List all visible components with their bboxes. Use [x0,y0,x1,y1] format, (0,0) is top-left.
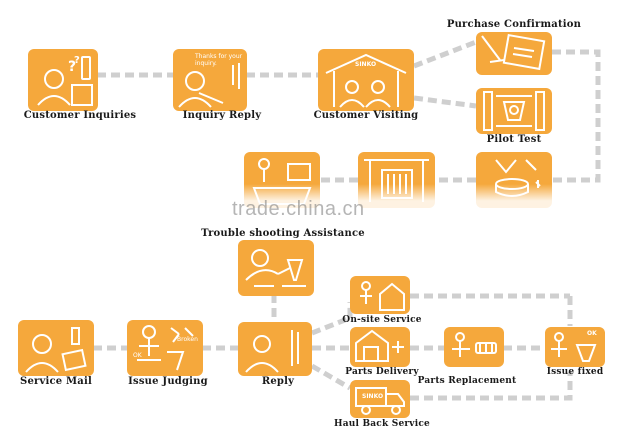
issue-judging-ok-text: OK [133,352,142,359]
inquiry-reply-letter-text: Thanks for your inquiry. [195,53,243,67]
truck-icon [355,387,405,415]
parts-replacement-label: Parts Replacement [417,376,517,386]
service-mail-box [18,320,94,376]
svg-text:?: ? [74,55,80,66]
person-broken-part-icon [137,325,194,371]
inquiry-reply-label: Inquiry Reply [182,110,262,121]
customer-visiting-box: SINKO [318,49,414,111]
svg-text:?: ? [68,59,76,75]
person-letter-icon [178,63,240,108]
parts-delivery-box [350,327,410,367]
issue-judging-box: OK Broken [127,320,203,376]
delivery-house-icon [355,329,404,362]
connector-visiting-purchase [413,39,477,69]
person-mail-icon [25,327,87,373]
service-mail-label: Service Mail [20,376,92,387]
purchase-confirmation-box [476,32,552,75]
person-parts-icon [452,332,497,357]
connector-haul-fixed [410,372,573,401]
onsite-service-box [350,276,410,314]
trouble-shooting-label: Trouble shooting Assistance [201,228,365,239]
watermark-text: trade.china.cn [232,198,365,220]
contract-pen-icon [481,33,546,71]
issue-fixed-label: Issue fixed [546,367,604,377]
factory-visit-icon [325,53,407,108]
person-house-icon [360,281,405,311]
person-question-phone-icon: ? ? [37,55,93,106]
purchase-confirmation-label: Purchase Confirmation [446,19,582,30]
connector-visiting-pilot [413,95,477,109]
pilot-test-box [476,88,552,134]
issue-judging-broken-text: Broken [177,336,198,343]
person-reply-icon [245,330,299,373]
parts-replacement-box [444,327,504,367]
connector-right-loop [552,49,601,183]
reply-label: Reply [261,376,295,387]
customer-visiting-label: Customer Visiting [313,110,419,121]
inquiry-reply-box: Thanks for your inquiry. [173,49,247,111]
customer-inquiries-label: Customer Inquiries [23,110,137,121]
haul-back-service-label: Haul Back Service [334,419,430,429]
customer-inquiries-box: ? ? [28,49,98,111]
connector-reply-haul [310,363,352,391]
issue-fixed-box: OK [545,327,605,367]
issue-judging-label: Issue Judging [128,376,208,387]
trouble-shooting-box [238,240,314,296]
reply-box [238,322,312,376]
person-ok-machine-icon [551,332,597,362]
haul-back-truck-text: SINKO [362,393,384,400]
parts-delivery-label: Parts Delivery [345,367,419,377]
pilot-test-label: Pilot Test [486,134,542,145]
onsite-service-label: On-site Service [342,315,422,325]
machine-test-icon [483,91,545,131]
person-machine-help-icon [245,249,306,287]
watermark-band [80,184,580,226]
customer-visiting-sign-text: SINKO [355,61,377,68]
haul-back-service-box: SINKO [350,380,410,418]
issue-fixed-ok-text: OK [587,330,597,337]
